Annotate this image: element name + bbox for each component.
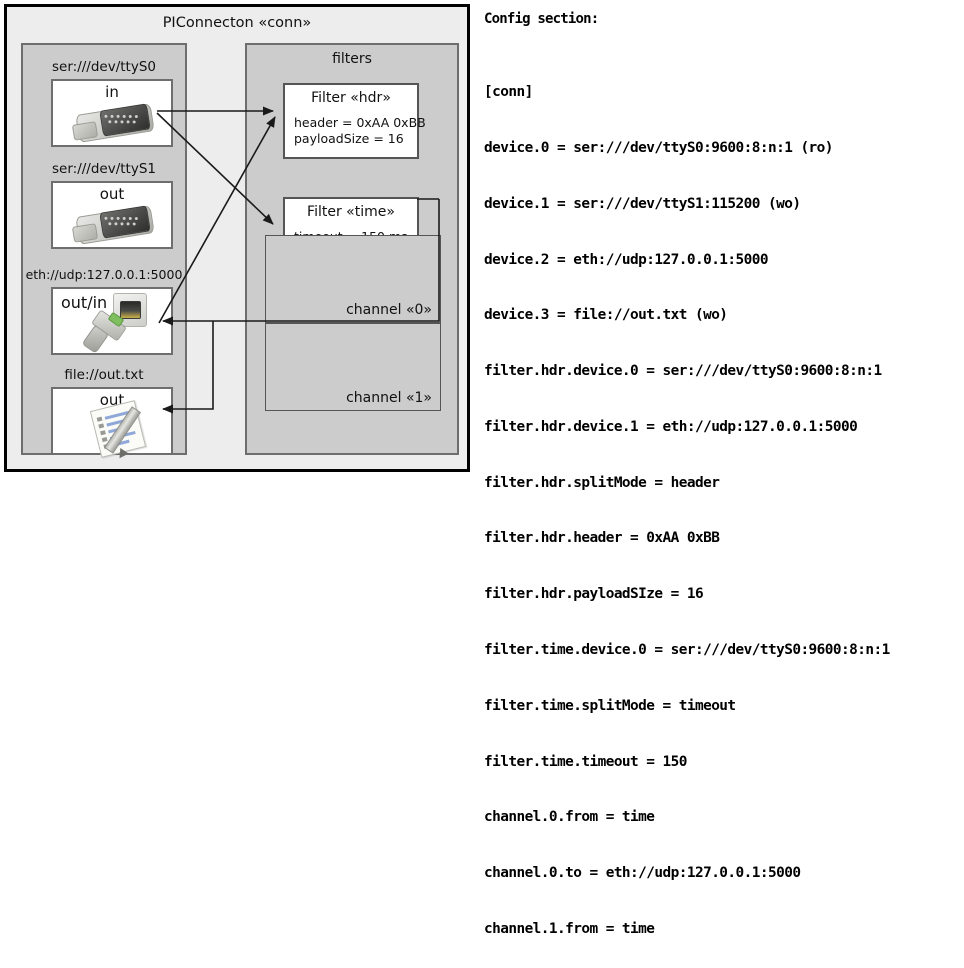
- filter-prop: header = 0xAA 0xBB: [294, 115, 426, 130]
- channel-label-0: channel «0»: [346, 302, 432, 318]
- config-line: filter.hdr.splitMode = header: [484, 474, 720, 491]
- serial-port-icon: [71, 203, 157, 245]
- device-io-ttyS1: out: [99, 185, 125, 203]
- config-section: Config section: [conn] device.0 = ser://…: [482, 6, 960, 937]
- config-line: channel.1.from = time: [484, 920, 655, 937]
- serial-port-icon: [71, 101, 157, 143]
- device-label-file: file://out.txt: [64, 367, 144, 383]
- device-label-ttyS1: ser:///dev/ttyS1: [52, 161, 156, 177]
- device-label-udp: eth://udp:127.0.0.1:5000: [25, 267, 183, 282]
- config-line: filter.hdr.device.1 = eth://udp:127.0.0.…: [484, 418, 858, 435]
- device-label-ttyS0: ser:///dev/ttyS0: [52, 59, 156, 75]
- config-heading: Config section:: [484, 11, 599, 27]
- config-line: [conn]: [484, 84, 533, 101]
- config-line: filter.time.device.0 = ser:///dev/ttyS0:…: [484, 642, 890, 658]
- config-lines: [conn] device.0 = ser:///dev/ttyS0:9600:…: [484, 46, 890, 968]
- filter-title-time: Filter «time»: [307, 204, 395, 220]
- filters-panel-title: filters: [332, 51, 372, 67]
- config-line: device.2 = eth://udp:127.0.0.1:5000: [484, 251, 769, 268]
- channel-box-1[interactable]: channel «1»: [265, 323, 441, 411]
- channel-label-1: channel «1»: [346, 390, 432, 406]
- config-line: channel.0.to = eth://udp:127.0.0.1:5000: [484, 865, 801, 882]
- config-line: device.3 = file://out.txt (wo): [484, 307, 728, 324]
- channel-box-0[interactable]: channel «0»: [265, 235, 441, 323]
- devices-panel: ser:///dev/ttyS0 in ser:///dev/ttyS: [21, 43, 187, 462]
- device-box-file[interactable]: out: [51, 387, 173, 462]
- config-line: device.1 = ser:///dev/ttyS1:115200 (wo): [484, 195, 801, 212]
- filter-props-hdr: header = 0xAA 0xBB payloadSize = 16: [294, 115, 426, 147]
- filters-panel: filters Filter «hdr» header = 0xAA 0xBB …: [245, 43, 459, 455]
- device-box-ttyS0[interactable]: in: [51, 79, 173, 147]
- config-line: filter.hdr.device.0 = ser:///dev/ttyS0:9…: [484, 363, 882, 380]
- config-line: device.0 = ser:///dev/ttyS0:9600:8:n:1 (…: [484, 139, 833, 156]
- filter-prop: payloadSize = 16: [294, 131, 404, 146]
- filter-box-hdr[interactable]: Filter «hdr» header = 0xAA 0xBB payloadS…: [283, 83, 426, 159]
- device-io-ttyS0: in: [105, 83, 119, 101]
- text-file-icon: [89, 400, 161, 462]
- config-line: filter.hdr.payloadSIze = 16: [484, 586, 704, 603]
- connection-component-frame: PIConnecton «conn» ser:///dev/ttyS0 in: [4, 4, 470, 472]
- config-line: filter.hdr.header = 0xAA 0xBB: [484, 530, 720, 547]
- filter-title-hdr: Filter «hdr»: [311, 90, 391, 106]
- device-box-ttyS1[interactable]: out: [51, 181, 173, 249]
- page-title: PIConnecton «conn»: [162, 15, 312, 31]
- config-line: filter.time.splitMode = timeout: [484, 697, 736, 714]
- device-io-udp: out/in: [61, 293, 108, 312]
- config-line: filter.time.timeout = 150: [484, 753, 687, 770]
- ethernet-jack-icon: [81, 293, 167, 354]
- device-box-udp[interactable]: out/in: [51, 287, 173, 355]
- config-line: channel.0.from = time: [484, 809, 655, 826]
- diagram-page: PIConnecton «conn» ser:///dev/ttyS0 in: [4, 4, 960, 937]
